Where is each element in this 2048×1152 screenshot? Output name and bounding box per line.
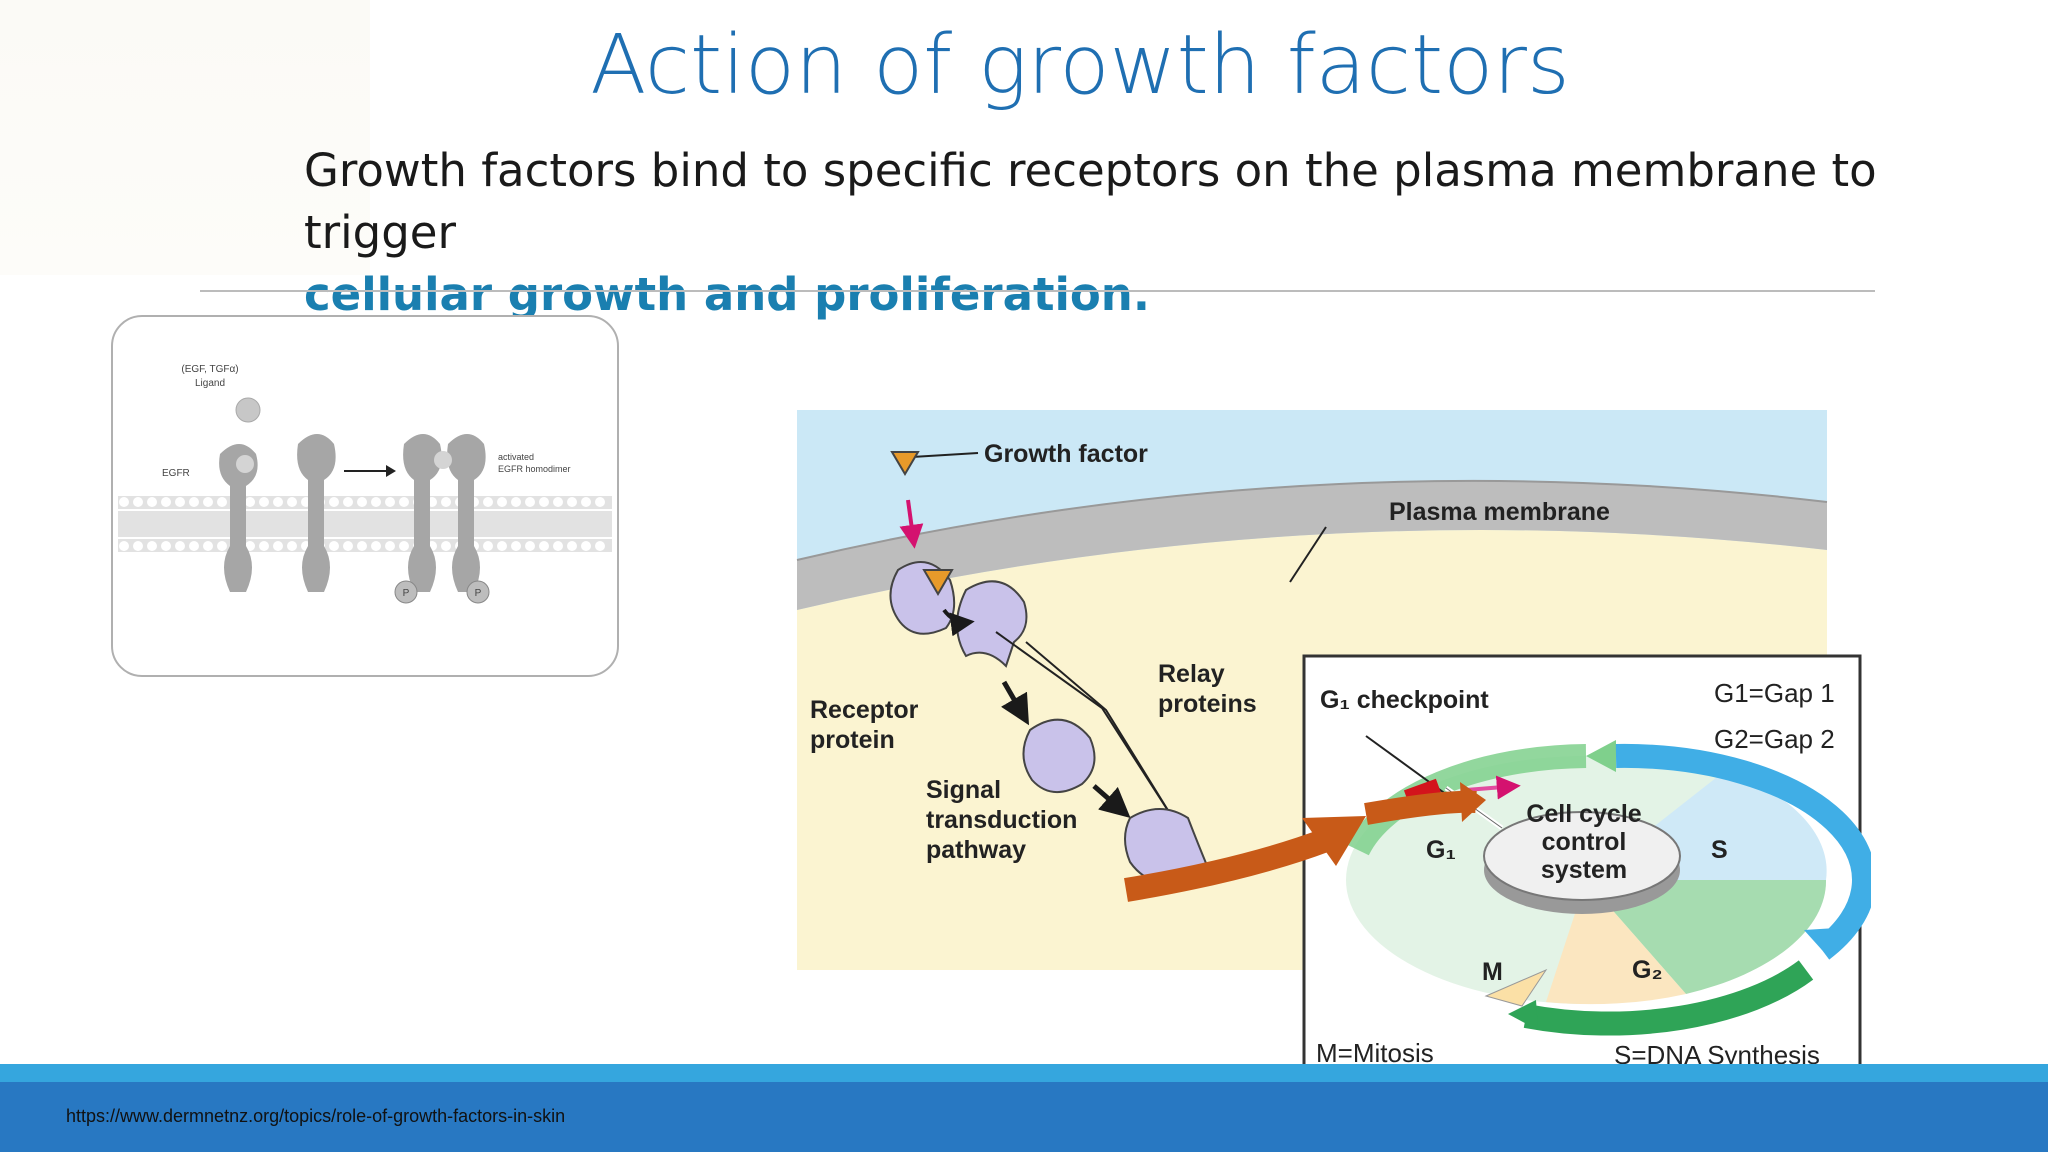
- egfr-monomers: [219, 434, 336, 592]
- subtitle-text: Growth factors bind to specific receptor…: [304, 144, 1877, 259]
- signal-label-3: pathway: [926, 836, 1026, 864]
- subtitle-highlight: cellular growth and proliferation.: [304, 268, 1150, 321]
- g1-arrow: [1347, 744, 1587, 856]
- source-url[interactable]: https://www.dermnetnz.org/topics/role-of…: [66, 1106, 566, 1126]
- g2-arrow: [1523, 960, 1814, 1036]
- s-arrow: [1615, 743, 1871, 960]
- egfr-diagram: (EGF, TGFα) Ligand EGFR activated EGFR h…: [111, 315, 619, 677]
- g2-sector: [1586, 880, 1827, 994]
- receptor-label-1: Receptor: [810, 696, 919, 724]
- divider-line: [200, 290, 1875, 292]
- signal-label-2: transduction: [926, 806, 1077, 834]
- ligand-label-1: (EGF, TGFα): [181, 364, 238, 375]
- g2-legend: G2=Gap 2: [1714, 724, 1835, 754]
- egfr-label: EGFR: [162, 468, 190, 479]
- receptor-label-2: protein: [810, 726, 895, 754]
- signal-to-cycle-arrow: [1124, 828, 1331, 902]
- footer-accent-strip: [0, 1064, 2048, 1082]
- mitosis-legend: M=Mitosis: [1316, 1038, 1434, 1068]
- plasma-membrane-band: [797, 480, 1827, 610]
- g1-legend: G1=Gap 1: [1714, 678, 1835, 708]
- s-label: S: [1711, 836, 1728, 864]
- m-label: M: [1482, 958, 1503, 986]
- activated-label-2: EGFR homodimer: [498, 464, 571, 474]
- phospho-label-2: P: [475, 588, 482, 599]
- phospho-label-1: P: [403, 588, 410, 599]
- ligand-ball: [235, 397, 261, 423]
- egfr-dimer: [403, 434, 486, 592]
- footer-bar: [0, 1082, 2048, 1152]
- center-label-2: control: [1542, 828, 1627, 856]
- corner-background: [0, 0, 370, 275]
- slide-subtitle: Growth factors bind to specific receptor…: [304, 140, 1944, 326]
- g1-label: G₁: [1426, 836, 1456, 864]
- growth-factor-ligand: [890, 451, 920, 476]
- signal-pathway-diagram: Growth factor Plasma membrane Receptor p…: [796, 410, 1871, 1078]
- growth-factor-label: Growth factor: [984, 440, 1148, 468]
- checkpoint-label: G₁ checkpoint: [1320, 686, 1489, 714]
- relay-protein-1: [956, 580, 1028, 668]
- relay-label-2: proteins: [1158, 690, 1257, 718]
- center-label-1: Cell cycle: [1526, 800, 1641, 828]
- g2-label: G₂: [1632, 956, 1663, 984]
- signal-label-1: Signal: [926, 776, 1001, 804]
- center-label-3: system: [1541, 856, 1627, 884]
- m-arrow: [1484, 968, 1548, 1007]
- relay-label-1: Relay: [1158, 660, 1225, 688]
- control-disk-top: [1483, 811, 1681, 901]
- ligand-label-2: Ligand: [195, 378, 225, 389]
- plasma-membrane-label: Plasma membrane: [1389, 498, 1610, 526]
- activated-label-1: activated: [498, 452, 534, 462]
- relay-protein-2: [1022, 718, 1096, 793]
- slide-title: Action of growth factors: [590, 18, 1570, 113]
